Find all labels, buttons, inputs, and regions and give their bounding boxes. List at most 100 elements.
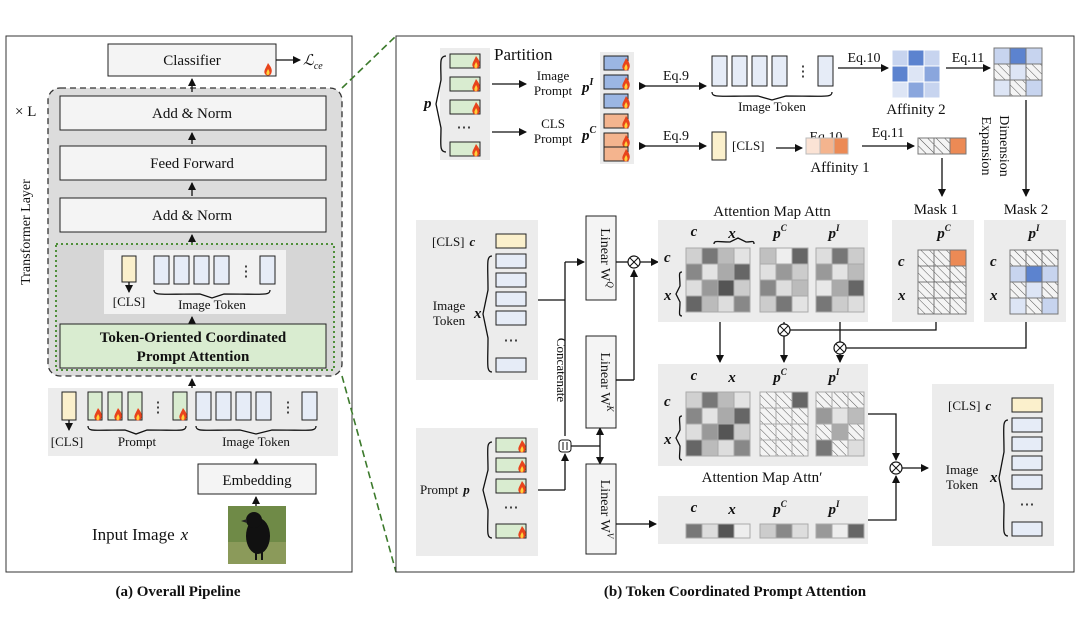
mask1-route-line (790, 322, 937, 331)
attn-row-x: x (663, 288, 672, 304)
mask1-pC: pC (935, 223, 952, 242)
v-row-labels: c x pC pI (691, 499, 840, 518)
svg-text:pI: pI (826, 499, 840, 518)
attn-grid-pi (815, 247, 865, 313)
input-prompt-brace (87, 425, 187, 435)
dimension-label: Dimension (996, 115, 1011, 176)
attn-prime-grid-cx (685, 391, 751, 457)
prompt-stack-brace (435, 55, 447, 153)
svg-text:c: c (691, 368, 698, 384)
mask2-title: Mask 2 (1004, 202, 1049, 218)
add-norm-bottom-label: Add & Norm (152, 208, 232, 224)
affinity2-label: Affinity 2 (886, 102, 945, 118)
eq11-label-top: Eq.11 (952, 51, 985, 66)
embedding-box (197, 463, 317, 495)
prompt-vdots: ⋮ (151, 400, 166, 416)
mask1-grid (917, 249, 967, 315)
prompt-stack-tokens (449, 53, 481, 157)
zoom-line-bottom (341, 375, 397, 573)
left-panel-frame (5, 35, 353, 573)
input-cls-c-label: [CLS]c (432, 234, 476, 249)
caption-a: (a) Overall Pipeline (116, 584, 241, 600)
loss-label: ℒce (303, 53, 323, 72)
token-coordinated-prompt-attention-panel: p ⋯ Partition Image Prompt pI CLS Prompt… (395, 35, 1075, 600)
zoom-line-top (341, 35, 397, 89)
svg-text:pC: pC (771, 499, 788, 518)
attn-row-c: c (664, 250, 671, 266)
image-prompt-label-2: Prompt (534, 83, 573, 98)
input-image-tokens (195, 391, 318, 421)
attn-prime-row-x: x (663, 432, 672, 448)
output-image-tokens (153, 255, 276, 285)
v-to-multiply (868, 475, 900, 521)
pI-label: pI (580, 77, 595, 96)
svg-text:c: c (691, 224, 698, 240)
caption-b: (b) Token Coordinated Prompt Attention (604, 584, 867, 600)
cls-prompt-label-2: Prompt (534, 131, 573, 146)
add-norm-top-box (59, 95, 327, 131)
attn-map-column-labels: c x pC pI (691, 223, 840, 242)
mask2-row-c: c (990, 254, 997, 270)
input-prompt-label: Prompt (118, 434, 157, 449)
output-cls-token (121, 255, 137, 283)
image-token-row (711, 55, 834, 87)
mask2-multiply-icon (833, 341, 847, 355)
input-x-tokens (495, 253, 527, 373)
repeat-label: × L (15, 104, 36, 120)
tocpa-label-line2: Prompt Attention (137, 349, 250, 365)
transformer-layer-label: Transformer Layer (19, 179, 34, 285)
svg-text:c: c (691, 500, 698, 516)
input-cls-token (61, 391, 77, 421)
output-token-brace (153, 289, 271, 299)
attn-prime-title: Attention Map Attn′ (702, 470, 823, 486)
mask2-preview-grid (993, 47, 1043, 97)
linear-k-box (585, 335, 617, 429)
cls-prompt-tokens (603, 113, 630, 162)
image-token-row-label: Image Token (738, 99, 806, 114)
eq9-label-top: Eq.9 (663, 69, 689, 84)
attn-prime-row-c: c (664, 394, 671, 410)
attn-prime-to-multiply (868, 413, 900, 461)
mask1-title: Mask 1 (914, 202, 959, 218)
feed-forward-label: Feed Forward (150, 156, 234, 172)
overall-pipeline-panel: Classifier ℒce × L Transformer Layer Add… (5, 35, 353, 600)
affinity1-label: Affinity 1 (810, 160, 869, 176)
input-image-brace (195, 425, 317, 435)
attn-prime-grid-pc (759, 391, 809, 457)
svg-text:x: x (727, 370, 736, 386)
input-image-token-label-1: Image (433, 298, 466, 313)
output-cls-c-label: [CLS]c (948, 398, 992, 413)
attn-grid-pc (759, 247, 809, 313)
mask1-multiply-icon (777, 323, 791, 337)
input-prompt-tokens (87, 391, 188, 421)
image-prompt-tokens (603, 55, 630, 109)
linear-q-label: Linear WQ (597, 228, 615, 288)
tocpa-label-line1: Token-Oriented Coordinated (100, 330, 287, 346)
input-image-token-label: Image Token (222, 434, 290, 449)
concat-icon (558, 439, 572, 453)
classifier-box (107, 43, 277, 77)
output-x-ellipsis: ⋯ (1020, 497, 1035, 513)
svg-text:x: x (727, 226, 736, 242)
output-x-label: x (989, 470, 998, 486)
svg-text:pC: pC (771, 367, 788, 386)
image-prompt-label-1: Image (537, 68, 570, 83)
attn-prime-grid-pi (815, 391, 865, 457)
svg-text:x: x (727, 502, 736, 518)
output-image-token-label: Image Token (178, 297, 246, 312)
v-row-cells (685, 523, 865, 539)
prompt-stack-ellipsis: ⋯ (457, 120, 472, 136)
attn-prime-side-brace (675, 415, 683, 461)
input-x-label: x (473, 306, 482, 322)
add-norm-top-label: Add & Norm (152, 106, 232, 122)
input-prompt-brace (482, 441, 493, 539)
pC-label: pC (580, 125, 597, 144)
input-image-thumbnail (228, 506, 286, 564)
qk-multiply-icon (627, 255, 641, 269)
input-prompt-stack (495, 437, 527, 539)
output-image-token-label-1: Image (946, 462, 979, 477)
attn-prime-column-labels: c x pC pI (691, 367, 840, 386)
affinity2-grid (891, 49, 941, 99)
